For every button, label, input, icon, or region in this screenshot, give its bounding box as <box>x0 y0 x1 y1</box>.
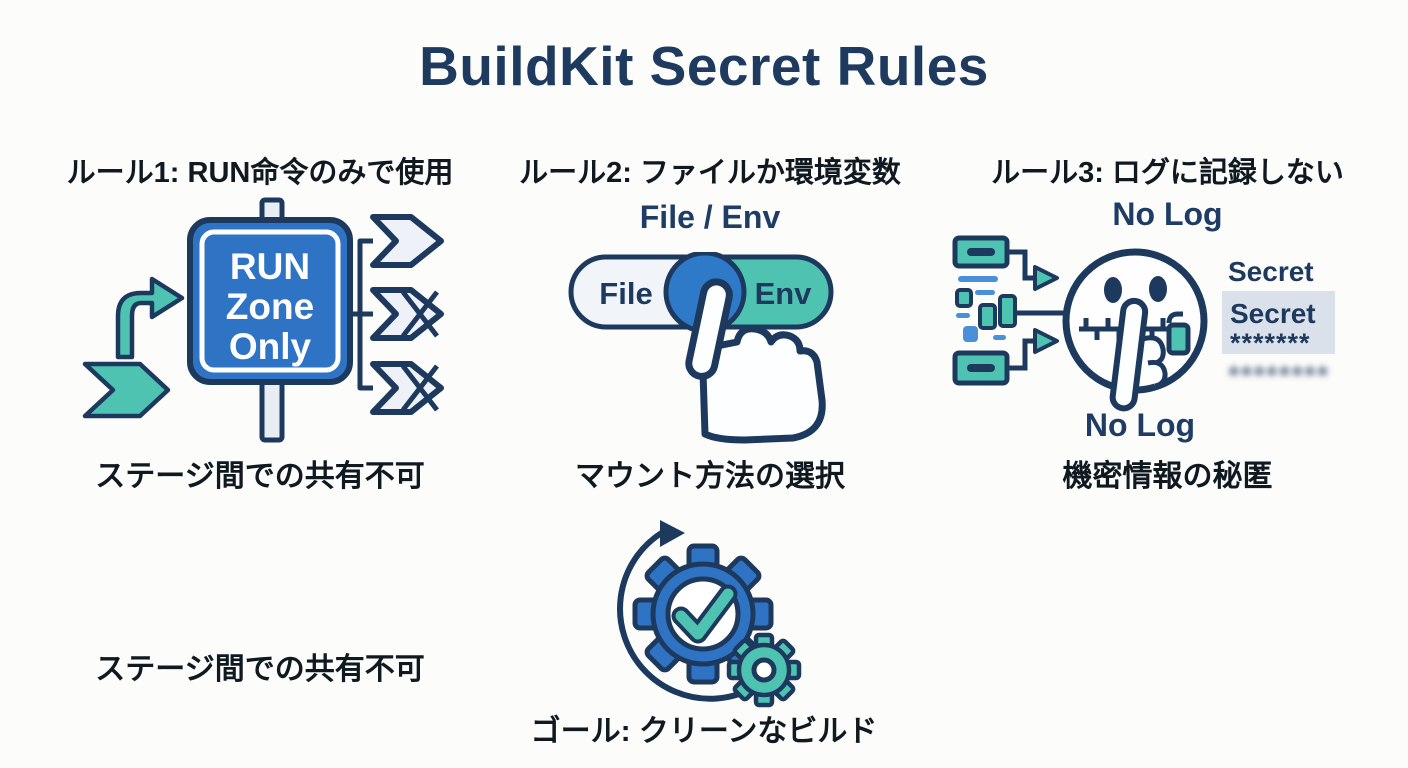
rule1-caption: ステージ間での共有不可 <box>95 460 425 493</box>
stage-arrow-icons <box>370 214 444 415</box>
log-connector-lines <box>1007 249 1067 371</box>
secret-line-2: Secret <box>1230 298 1316 329</box>
log-arrowheads <box>1033 265 1059 354</box>
rule3-caption: 機密情報の秘匿 <box>1062 460 1273 493</box>
secret-highlight-box <box>1222 291 1335 354</box>
stage-arrow-allowed <box>370 214 444 268</box>
file-env-toggle-icon: File Env <box>568 252 834 444</box>
curved-arrow-icon <box>115 276 185 360</box>
rule3-label-top: No Log <box>1112 196 1223 232</box>
goal-caption: ゴール: クリーンなビルド <box>530 715 878 748</box>
right-eye <box>1149 276 1167 302</box>
small-gear <box>726 632 802 708</box>
sign-inner-border <box>199 229 341 373</box>
main-gear <box>632 543 774 685</box>
sign-board <box>187 217 353 385</box>
pointer-hand-icon <box>685 278 826 444</box>
run-zone-sign-icon: RUN Zone Only <box>82 197 444 443</box>
masked-secret: ******* <box>1230 328 1311 358</box>
circular-arrowhead <box>660 520 685 547</box>
rule2-heading: ルール2: ファイルか環境変数 <box>519 157 901 189</box>
toggle-right-label: Env <box>755 276 813 311</box>
shush-finger-icon <box>1109 297 1168 412</box>
rule2-caption: マウント方法の選択 <box>575 460 845 493</box>
stage-arrow-blocked-1 <box>370 287 444 341</box>
toggle-left-label: File <box>599 276 652 311</box>
secret-line-1: Secret <box>1228 256 1314 287</box>
rule3-label-bottom: No Log <box>1084 407 1196 443</box>
rule2-subtitle: File / Env <box>639 199 781 235</box>
zipper-pull <box>1166 322 1191 356</box>
footnote: ステージ間での共有不可 <box>95 653 425 686</box>
page-title: BuildKit Secret Rules <box>419 35 989 97</box>
checkmark-icon <box>675 588 734 640</box>
blocked-x-marks <box>401 290 439 412</box>
zipper-mouth-face-icon: Secret Secret ******* ******** <box>952 235 1335 412</box>
sign-line3: Only <box>229 326 312 367</box>
blurred-secret: ******** <box>1228 360 1329 393</box>
sign-line2: Zone <box>226 286 314 327</box>
sign-line1: RUN <box>230 246 310 287</box>
code-block-icons <box>952 235 1017 386</box>
rule1-heading: ルール1: RUN命令のみで使用 <box>66 157 454 189</box>
rule3-heading: ルール3: ログに記録しない <box>991 157 1344 189</box>
gear-checkmark-icon <box>617 520 802 708</box>
left-eye <box>1104 277 1122 303</box>
stage-arrow-blocked-2 <box>370 361 444 415</box>
chevron-arrow-icon <box>82 361 171 419</box>
